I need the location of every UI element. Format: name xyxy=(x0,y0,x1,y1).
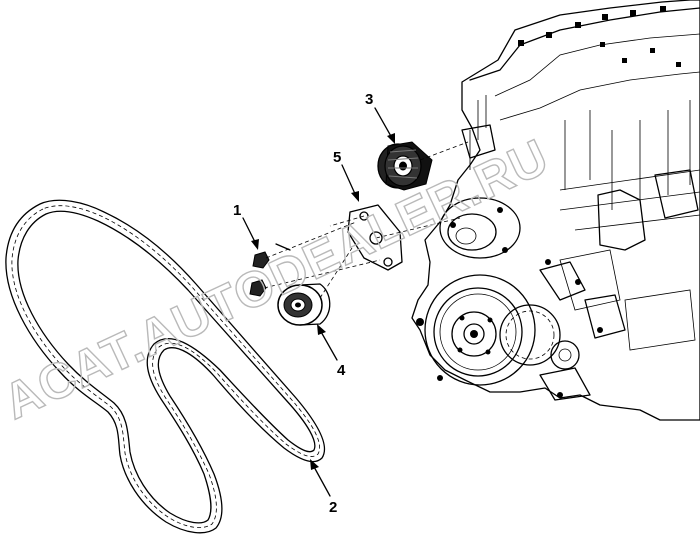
bolt-icon xyxy=(249,221,381,297)
callout-5: 5 xyxy=(333,149,341,166)
engine-block-illustration xyxy=(411,0,700,421)
idler-pulley-icon xyxy=(377,141,469,191)
callout-4: 4 xyxy=(337,362,346,379)
callout-3: 3 xyxy=(365,91,373,108)
mounting-bracket-icon xyxy=(329,204,461,271)
leader-arrows xyxy=(242,107,395,497)
callout-1: 1 xyxy=(233,202,241,219)
tensioner-pulley-icon xyxy=(277,247,353,326)
serpentine-belt-icon xyxy=(5,199,326,534)
callout-2: 2 xyxy=(329,499,337,516)
